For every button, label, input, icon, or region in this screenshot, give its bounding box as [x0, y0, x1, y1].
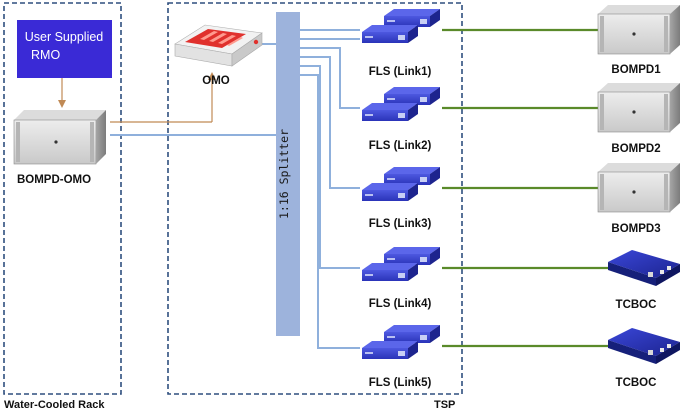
- rf-lines: [58, 72, 216, 123]
- tcboc-device: [608, 328, 680, 364]
- fls-label: FLS (Link2): [369, 140, 432, 152]
- tsp-label: TSP: [434, 399, 455, 411]
- target-label: BOMPD2: [611, 143, 660, 155]
- target-label: BOMPD3: [611, 223, 660, 235]
- link-lines: [442, 28, 608, 348]
- fls-label: FLS (Link5): [369, 377, 432, 389]
- bompd-unit: [597, 163, 680, 213]
- tcboc-device: [608, 250, 680, 286]
- target-label: TCBOC: [616, 299, 657, 311]
- fls-unit: [362, 9, 440, 43]
- water-cooled-rack-boundary: [3, 2, 122, 395]
- bompd-unit: [597, 83, 680, 133]
- target-label: BOMPD1: [611, 64, 661, 76]
- fls-label: FLS (Link1): [369, 66, 432, 78]
- fls-label: FLS (Link3): [369, 218, 432, 230]
- fls-unit: [362, 87, 440, 121]
- omo-device: [174, 24, 263, 67]
- fls-unit: [362, 247, 440, 281]
- bompd-omo-unit: [13, 110, 106, 165]
- rmo-label-line2: RMO: [31, 48, 60, 62]
- target-label: TCBOC: [616, 377, 657, 389]
- rmo-box: User Supplied RMO: [17, 20, 112, 78]
- fls-units: FLS (Link1) FLS (Link2) FLS (Link3) FLS (Li…: [362, 9, 440, 389]
- fls-label: FLS (Link4): [369, 298, 432, 310]
- omo-label: OMO: [202, 75, 230, 87]
- splitter-label: 1:16 Splitter: [277, 129, 291, 219]
- splitter: 1:16 Splitter: [276, 12, 300, 336]
- rmo-label-line1: User Supplied: [25, 30, 104, 44]
- tsp-boundary: [167, 2, 463, 395]
- bompd-unit: [597, 5, 680, 55]
- fls-unit: [362, 325, 440, 359]
- water-cooled-rack-label: Water-Cooled Rack: [4, 399, 105, 411]
- bompd-omo-label: BOMPD-OMO: [17, 174, 91, 186]
- fiber-lines: [110, 29, 360, 349]
- fls-unit: [362, 167, 440, 201]
